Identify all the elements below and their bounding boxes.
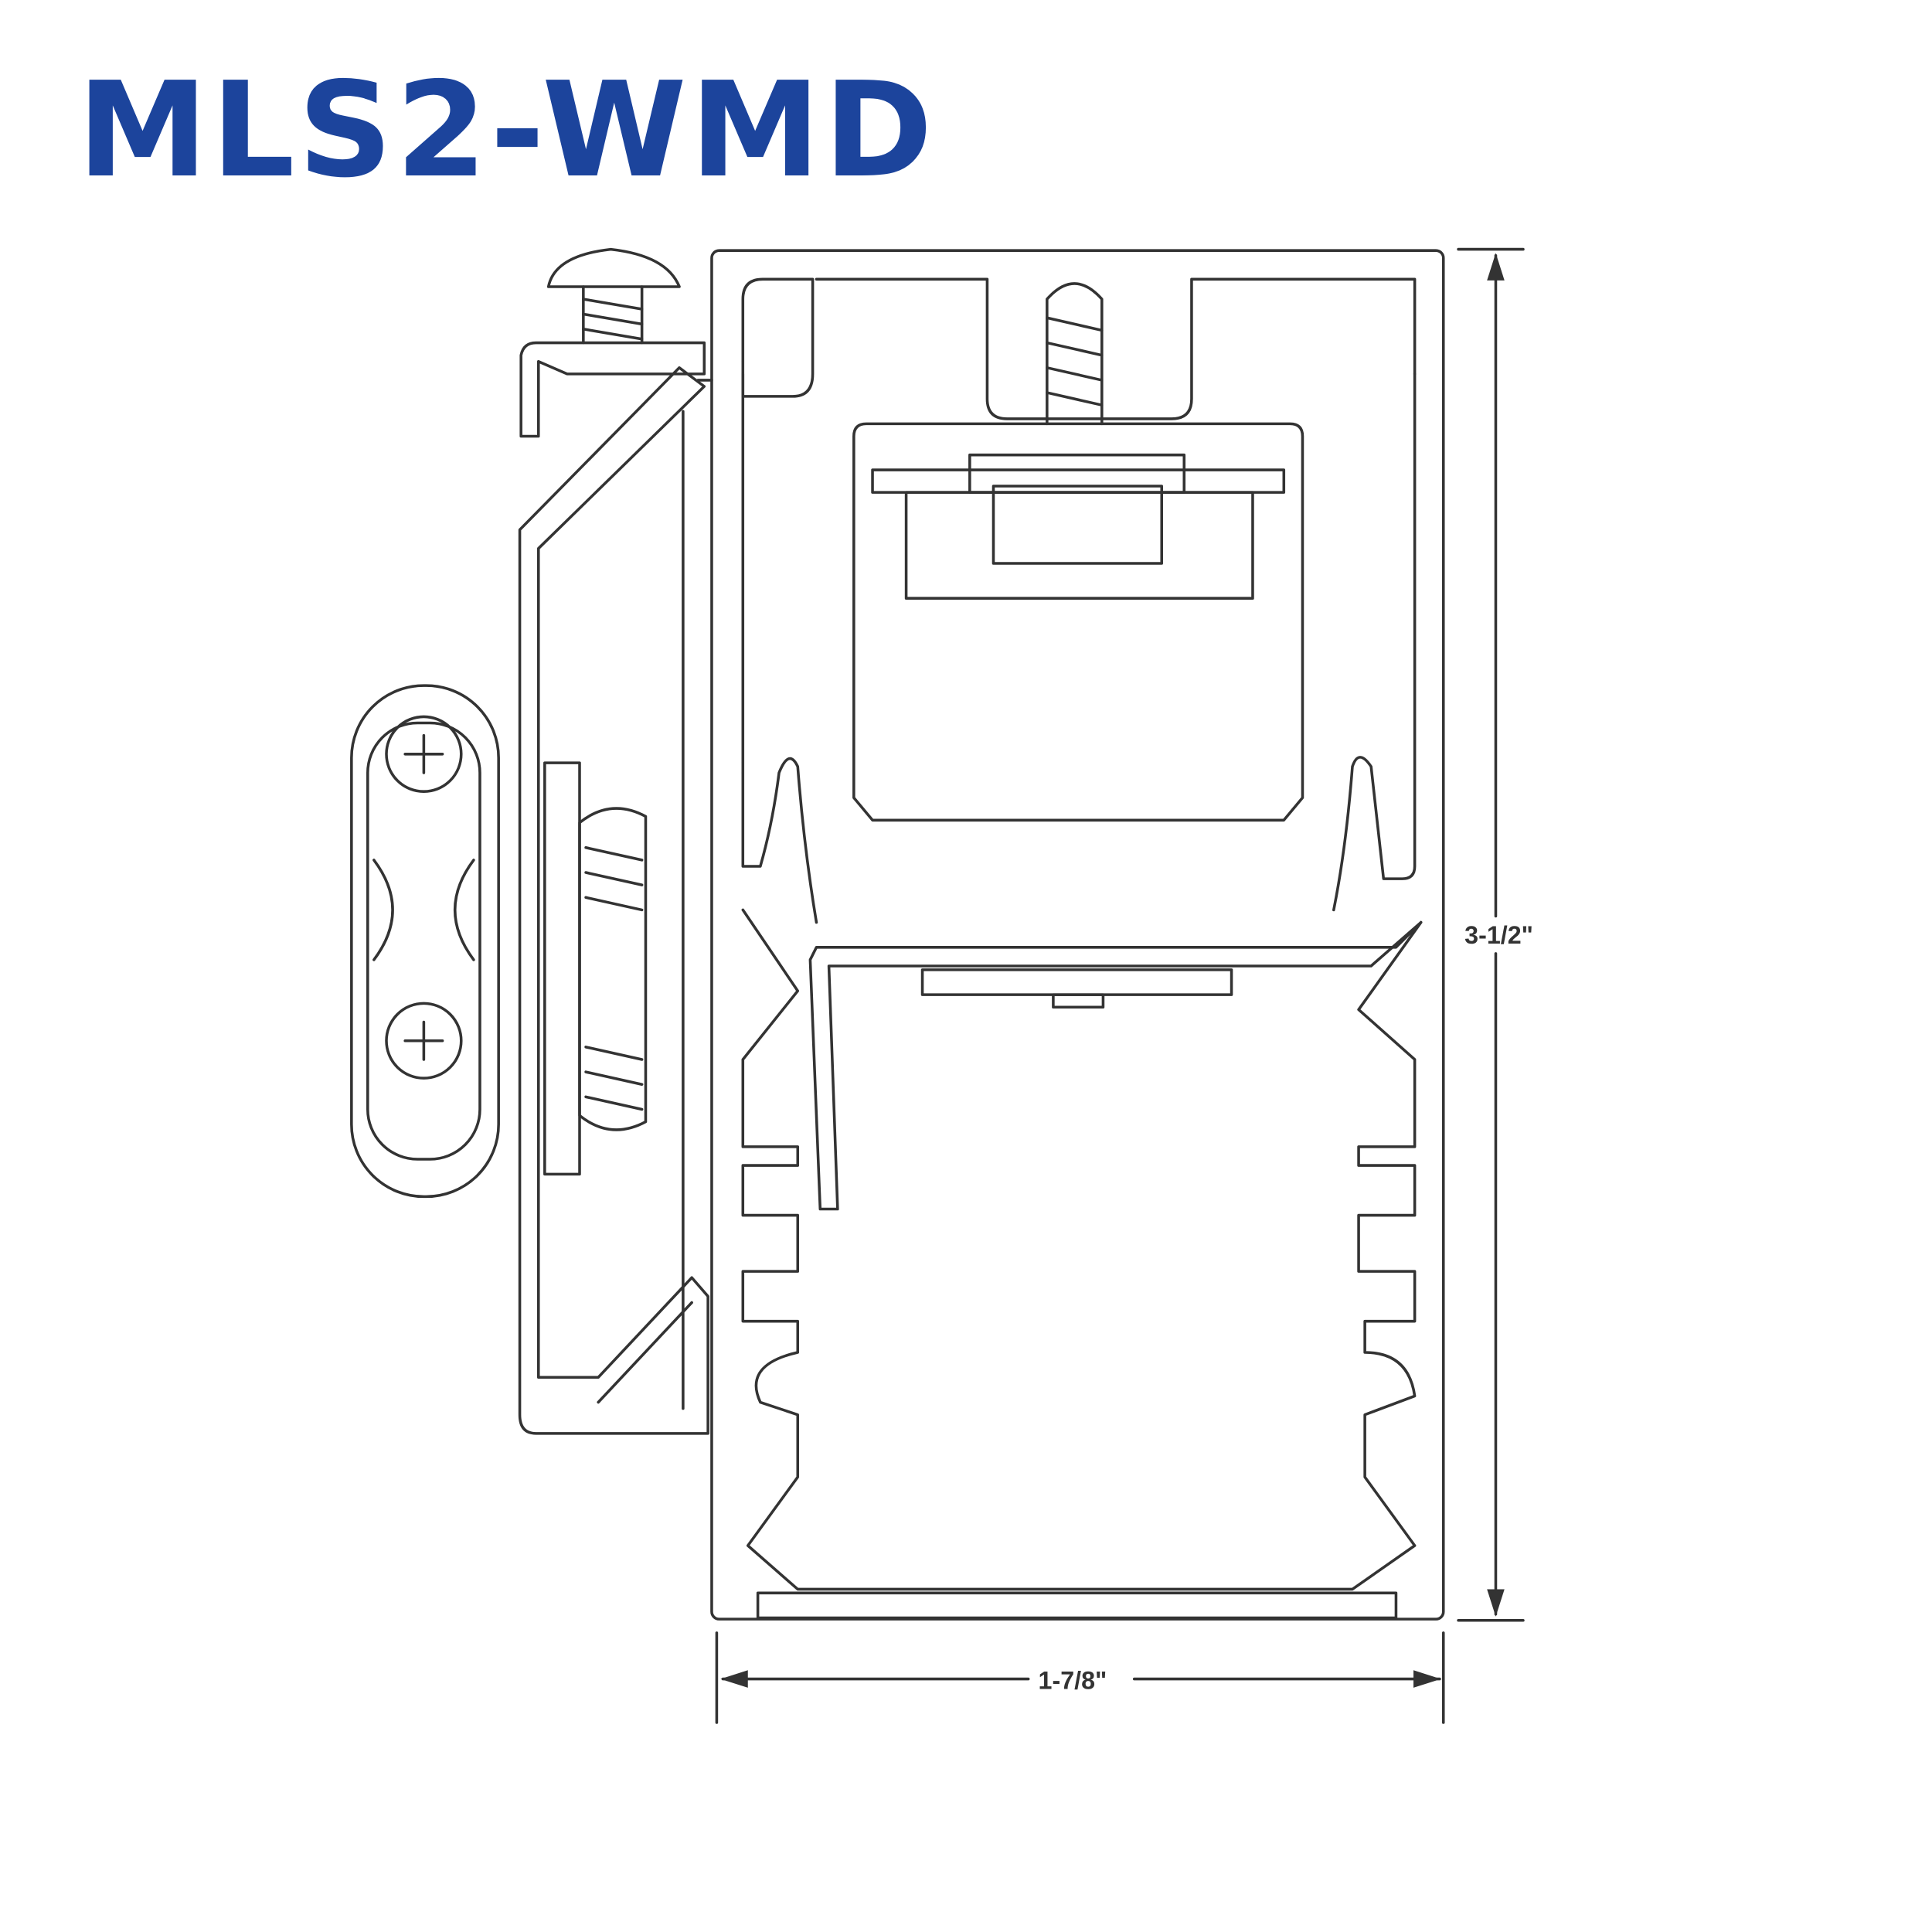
conduit-connector: [543, 761, 648, 1176]
width-dimension: 1-7/8": [715, 1631, 1445, 1724]
width-dimension-label: 1-7/8": [1039, 1666, 1107, 1694]
product-title: MLS2-WMD: [77, 54, 936, 207]
driver-bracket: [852, 282, 1304, 822]
wall-mount-bracket: [518, 247, 709, 1435]
mounting-plate: [808, 920, 1423, 1211]
extrusion-profile: [696, 249, 1445, 1621]
height-dimension: 3-1/2": [1457, 247, 1533, 1622]
height-dimension-label: 3-1/2": [1464, 921, 1533, 949]
cable-clamp: [350, 684, 500, 1199]
